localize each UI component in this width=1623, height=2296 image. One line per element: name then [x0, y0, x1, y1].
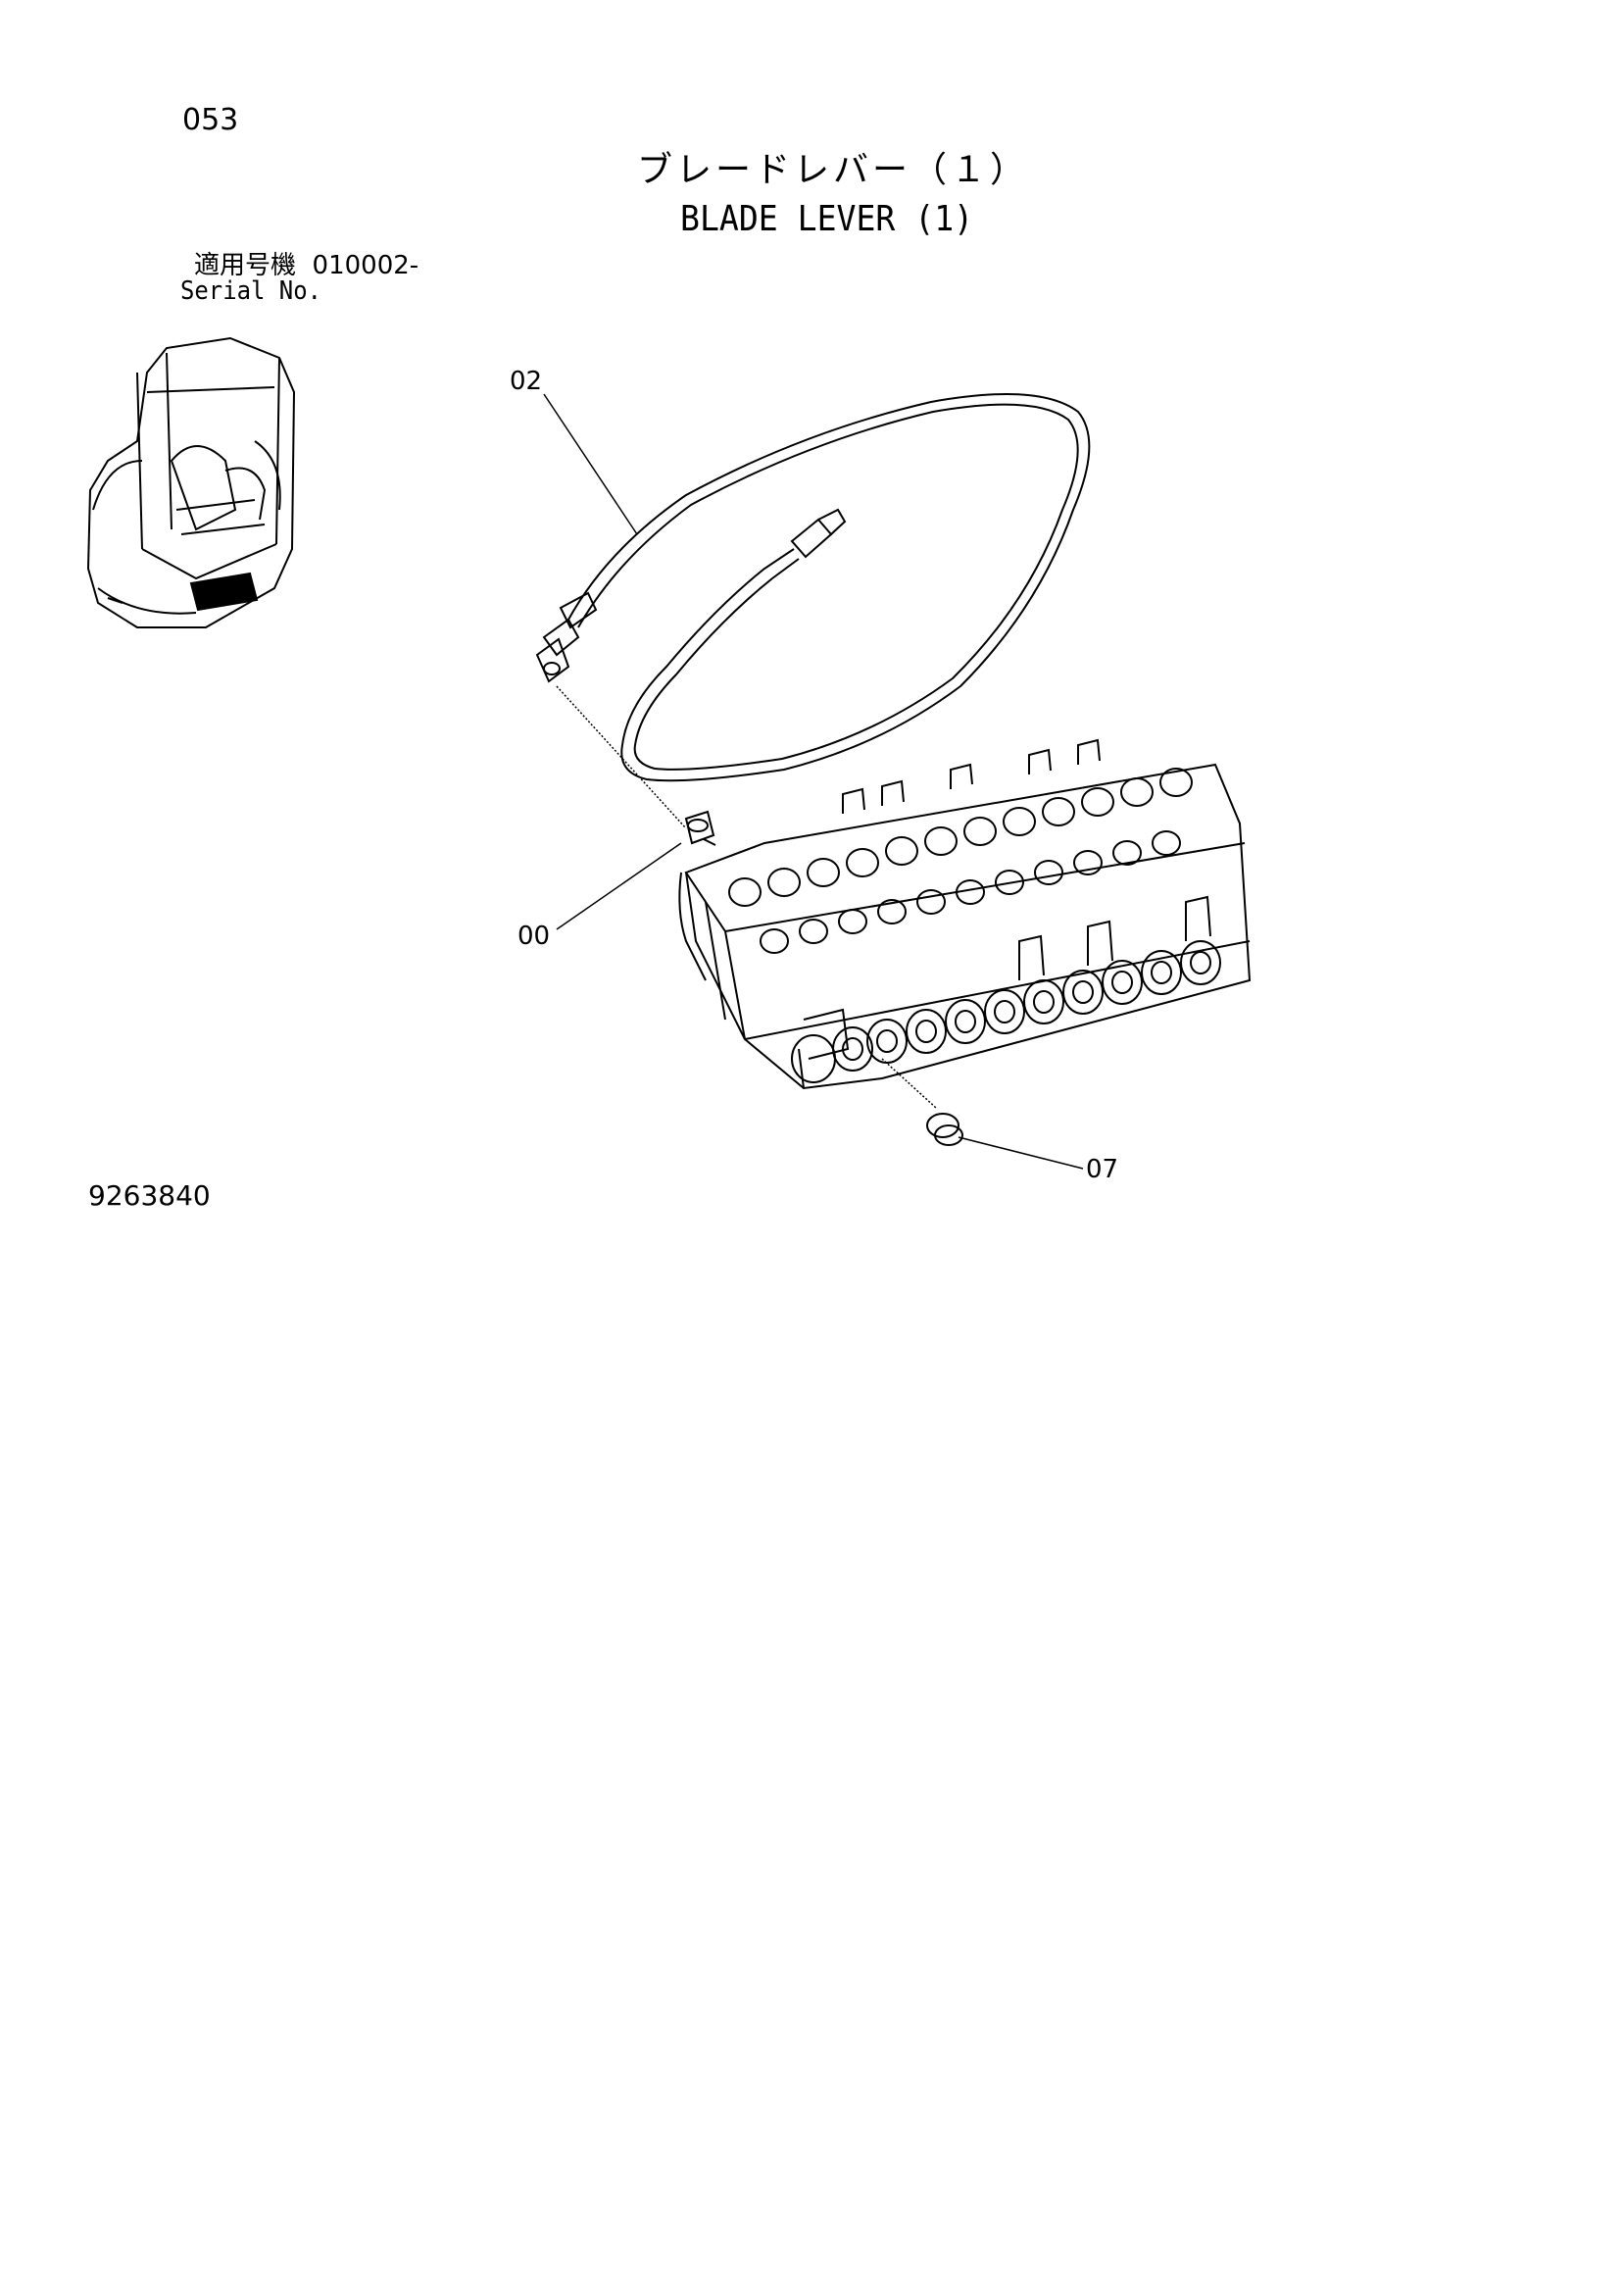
- title-english: BLADE LEVER (1): [680, 199, 974, 239]
- serial-label-jp: 適用号機: [194, 251, 297, 280]
- callout-label-fitting: 00: [517, 922, 551, 951]
- serial-label-japanese: 適用号機 010002-: [194, 253, 418, 278]
- relief-valves: [842, 738, 1211, 980]
- callout-leaders: [543, 393, 1084, 1170]
- control-valve-block: [678, 738, 1252, 1090]
- title-japanese: ブレードレバー（１）: [637, 150, 1030, 190]
- callout-label-cap: 07: [1086, 1155, 1119, 1184]
- cab-frame: [86, 336, 296, 628]
- drawing-number: 9263840: [88, 1179, 211, 1212]
- serial-value: 010002-: [312, 251, 419, 280]
- valve-ports: [728, 768, 1193, 954]
- pilot-hose: [535, 393, 1091, 782]
- callout-label-hose: 02: [510, 367, 543, 396]
- cap-part: [926, 1113, 963, 1146]
- cab-highlight-valve: [189, 572, 259, 612]
- serial-label-english: Serial No.: [180, 276, 322, 306]
- spool-ends: [791, 940, 1221, 1083]
- fitting-part: [684, 810, 716, 846]
- page-number: 053: [182, 103, 239, 137]
